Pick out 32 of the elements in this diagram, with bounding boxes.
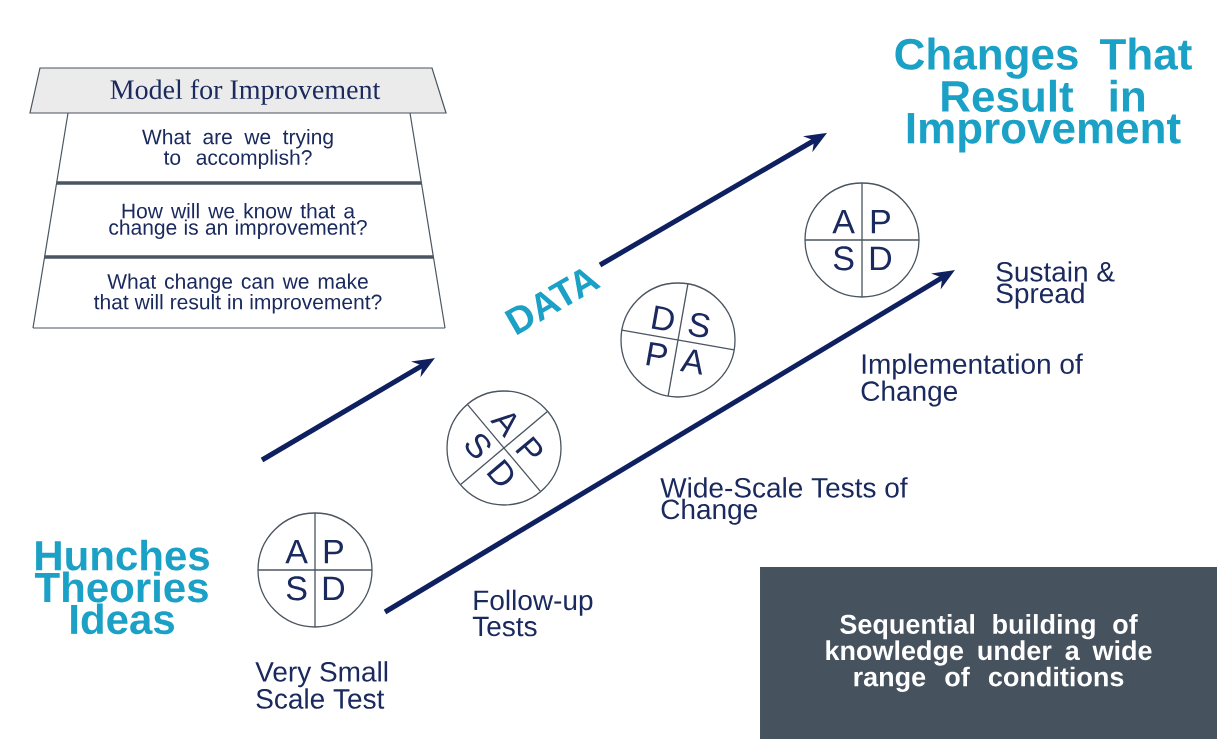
stage-label: Implementation of Change <box>861 353 1083 407</box>
cycle-letter: P <box>646 341 668 366</box>
cycle-letter: P <box>871 209 890 234</box>
heading-band: Model for Improvement <box>29 67 447 114</box>
stage-label: Very Small Scale Test <box>255 661 388 709</box>
result-heading: Changes That Result in Improvement <box>895 37 1192 153</box>
cycle-letter: S <box>833 246 854 271</box>
stage-label: Sustain & Spread <box>996 261 1115 309</box>
cycle-letter: S <box>286 576 307 601</box>
stage-label: Follow-up Tests <box>472 589 593 637</box>
question-band: What change can we make that will result in improvement? <box>32 256 446 329</box>
cycle-letter: D <box>651 305 674 331</box>
pdsa-circle <box>620 282 736 398</box>
cycle-letter: S <box>688 312 710 338</box>
cycle-letter: D <box>323 576 345 601</box>
cycle-letter: A <box>285 539 308 564</box>
cycle-letter: D <box>486 459 514 486</box>
cycle-letter: A <box>679 349 702 375</box>
question-band: What are we trying to accomplish? <box>56 112 422 185</box>
cycle-letter: A <box>490 413 517 439</box>
pdsa-circle <box>257 512 373 628</box>
summary-box: Sequential building of knowledge under a wide range of conditions <box>760 567 1217 739</box>
stage-label: Wide-Scale Tests of Change <box>660 477 908 525</box>
cycle-letter: S <box>465 433 491 459</box>
question-band: How will we know that a change is an improvement? <box>44 182 434 259</box>
pdsa-circle <box>804 182 920 298</box>
cycle-letter: P <box>515 436 543 457</box>
pdsa-circle <box>446 390 562 506</box>
cycle-letter: A <box>832 209 855 234</box>
ideas-heading: Hunches Theories Ideas <box>34 539 209 635</box>
cycle-letter: D <box>870 246 892 271</box>
cycle-letter: P <box>324 539 343 564</box>
